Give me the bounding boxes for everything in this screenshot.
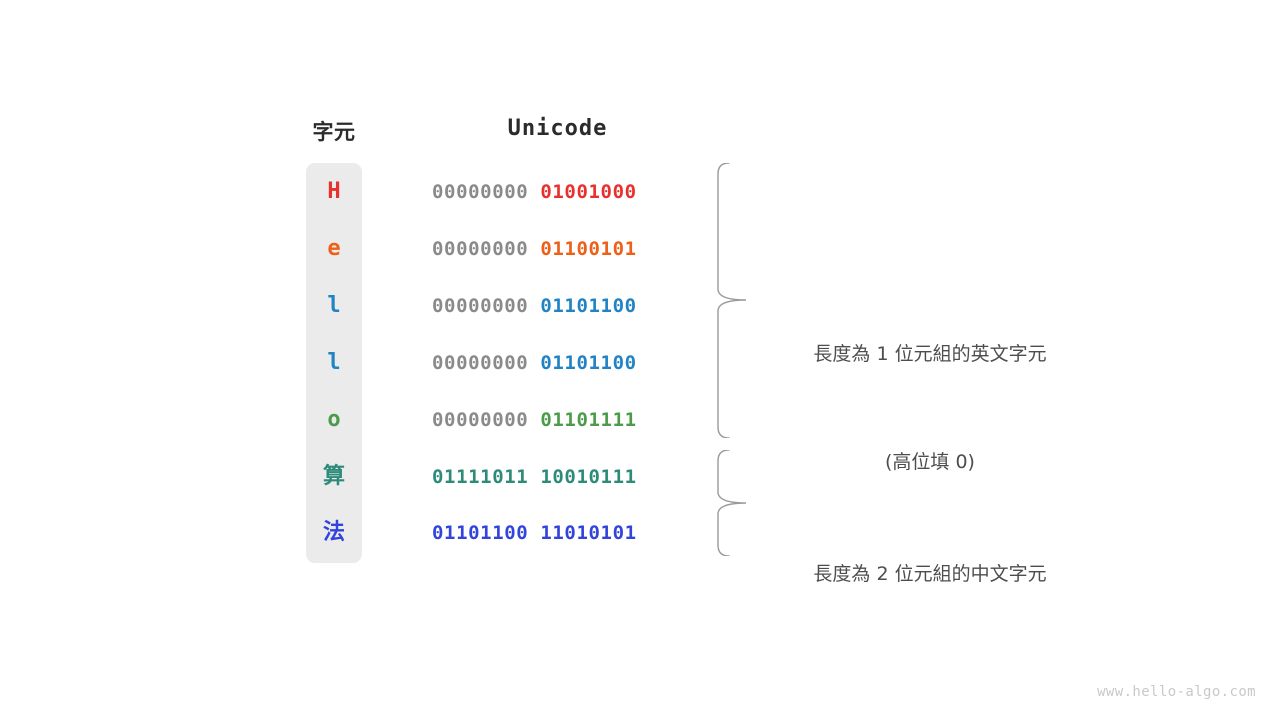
- low-byte: 10010111: [540, 466, 637, 488]
- character-cell: o: [327, 407, 341, 432]
- low-byte: 01101100: [540, 352, 637, 374]
- watermark: www.hello-algo.com: [1097, 684, 1256, 700]
- column-header-unicode: Unicode: [507, 116, 608, 141]
- unicode-bits-cell: 00000000 01101111: [432, 409, 683, 431]
- character-cell: e: [327, 236, 341, 261]
- unicode-bits-cell: 00000000 01100101: [432, 238, 683, 260]
- unicode-bits-cell: 00000000 01001000: [432, 181, 683, 203]
- high-byte: 00000000: [432, 181, 529, 203]
- low-byte: 01101100: [540, 295, 637, 317]
- high-byte: 00000000: [432, 238, 529, 260]
- character-cell: H: [327, 179, 341, 204]
- brace-one-byte: [717, 163, 747, 438]
- character-cell: l: [327, 293, 341, 318]
- brace-path: [717, 450, 747, 556]
- annotation-one-byte-line2: (高位填 0): [885, 451, 975, 473]
- low-byte: 01100101: [540, 238, 637, 260]
- high-byte: 01111011: [432, 466, 529, 488]
- annotation-one-byte-line1: 長度為 1 位元組的英文字元: [813, 343, 1047, 365]
- low-byte: 11010101: [540, 522, 637, 544]
- brace-two-byte: [717, 450, 747, 556]
- character-column-panel: [306, 163, 362, 563]
- annotation-one-byte: 長度為 1 位元組的英文字元 (高位填 0): [760, 264, 1100, 552]
- column-header-character: 字元: [312, 121, 356, 144]
- high-byte: 01101100: [432, 522, 529, 544]
- low-byte: 01001000: [540, 181, 637, 203]
- high-byte: 00000000: [432, 352, 529, 374]
- unicode-bits-cell: 00000000 01101100: [432, 352, 683, 374]
- unicode-bits-cell: 00000000 01101100: [432, 295, 683, 317]
- unicode-bits-cell: 01101100 11010101: [432, 522, 683, 544]
- unicode-bits-cell: 01111011 10010111: [432, 466, 683, 488]
- annotation-two-byte-line1: 長度為 2 位元組的中文字元: [813, 563, 1047, 585]
- character-cell: 算: [322, 464, 345, 489]
- character-cell: 法: [322, 520, 345, 545]
- low-byte: 01101111: [540, 409, 637, 431]
- annotation-two-byte: 長度為 2 位元組的中文字元: [760, 484, 1100, 664]
- character-cell: l: [327, 350, 341, 375]
- brace-path: [717, 163, 747, 438]
- high-byte: 00000000: [432, 295, 529, 317]
- high-byte: 00000000: [432, 409, 529, 431]
